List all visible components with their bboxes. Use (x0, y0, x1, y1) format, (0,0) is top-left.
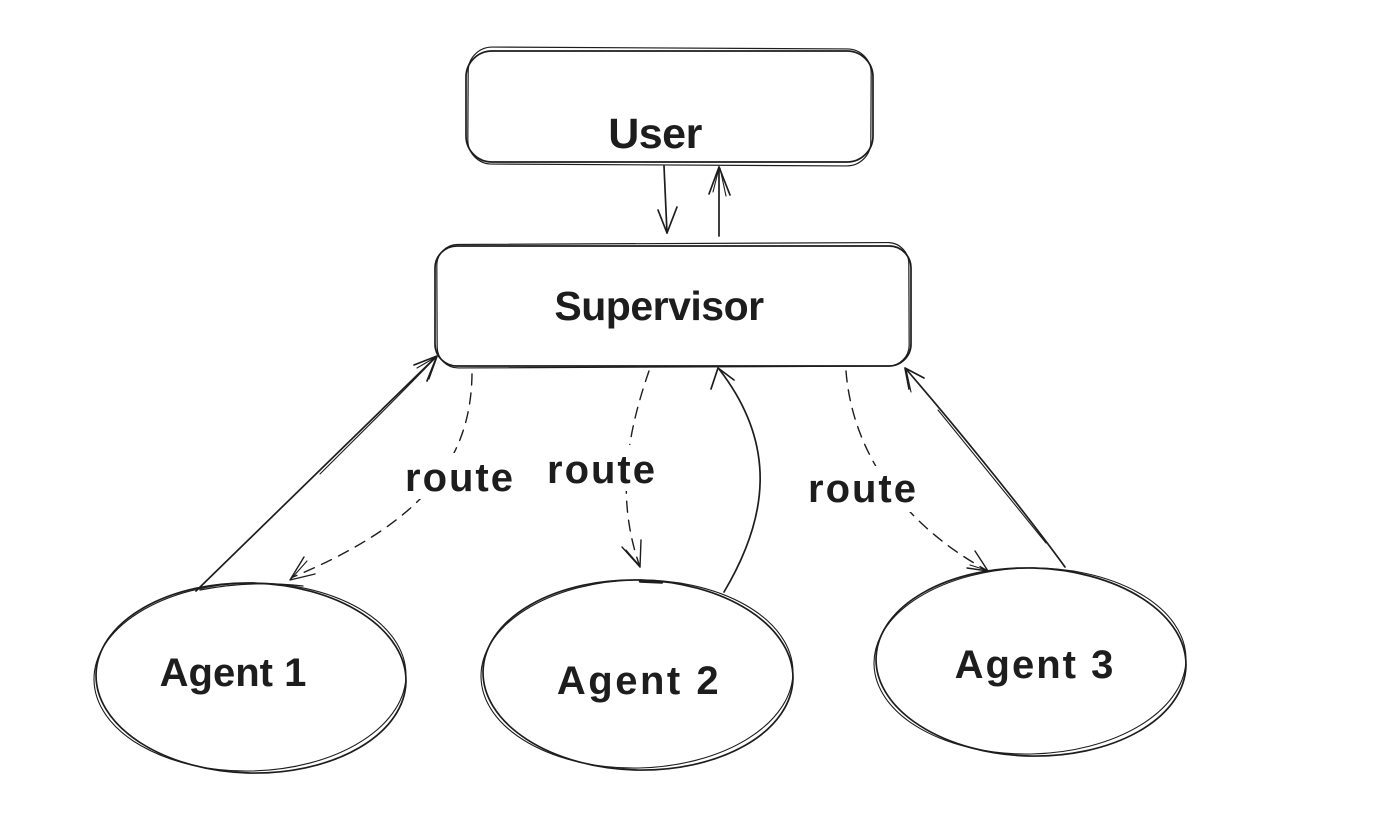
svg-text:route: route (405, 456, 515, 500)
svg-text:route: route (808, 467, 918, 511)
svg-text:Agent 1: Agent 1 (160, 651, 307, 695)
svg-text:route: route (547, 448, 657, 492)
svg-text:Agent 3: Agent 3 (955, 643, 1116, 687)
svg-text:Supervisor: Supervisor (554, 283, 764, 329)
svg-text:User: User (608, 110, 702, 158)
svg-text:Agent 2: Agent 2 (557, 659, 721, 703)
